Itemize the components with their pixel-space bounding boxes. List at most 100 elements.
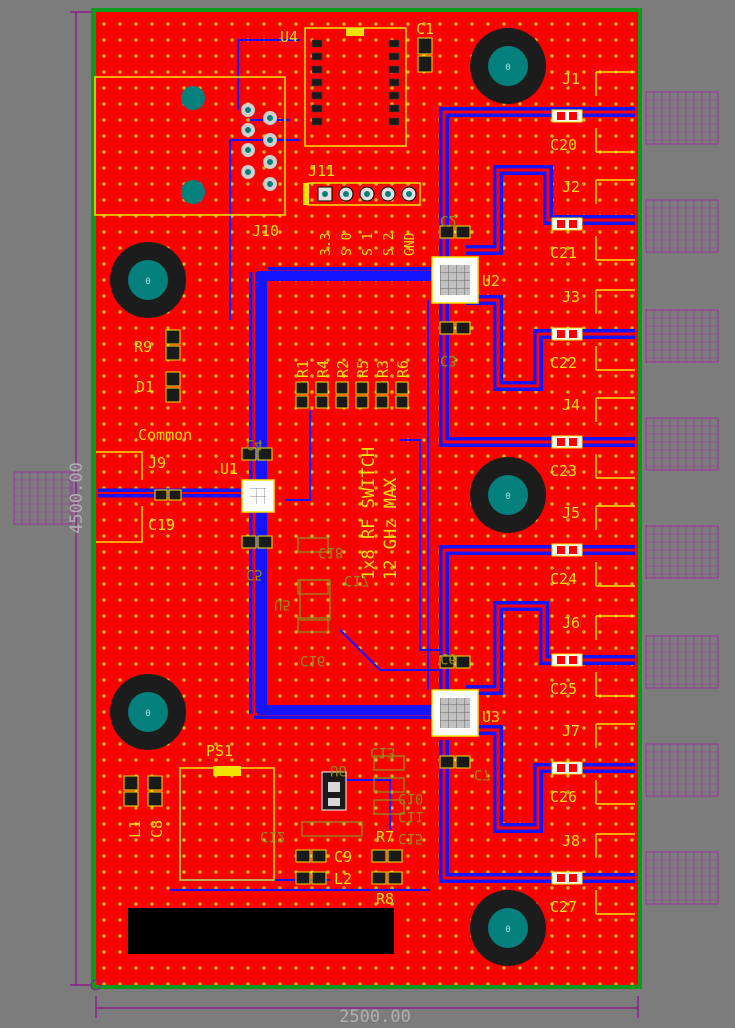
designator-r4: R4	[314, 360, 332, 378]
designator-bottom-c6: C6	[440, 650, 457, 666]
designator-c9: C9	[334, 848, 352, 866]
logo-block	[128, 908, 394, 954]
header-pin-label: S 1	[361, 233, 376, 256]
connector-courtyards	[13, 91, 719, 905]
j10-outline	[94, 76, 286, 216]
sma-connector	[595, 71, 635, 153]
courtyard-box	[645, 309, 719, 363]
header-pin-label: S 2	[382, 233, 397, 256]
smd-pad-pair	[417, 37, 433, 73]
sma-connector	[595, 833, 635, 915]
designator-r7: R7	[376, 828, 394, 846]
designator-c27: C27	[550, 898, 577, 916]
smd-pad-pair	[439, 321, 471, 335]
smd-pad-pair	[241, 447, 273, 461]
coupling-cap	[551, 109, 583, 123]
designator-l1: L1	[126, 820, 144, 838]
bottom-side-footprint	[299, 579, 331, 621]
designator-l2: L2	[334, 870, 352, 888]
designator-c25: C25	[550, 680, 577, 698]
control-traces	[170, 39, 440, 891]
designator-c20: C20	[550, 136, 577, 154]
mount-hole-label: 0	[145, 709, 150, 719]
designator-r3: R3	[374, 360, 392, 378]
dimension-height: 4500.00	[67, 462, 87, 534]
sma-connector	[595, 505, 635, 587]
coupling-cap	[551, 435, 583, 449]
designator-c21: C21	[550, 244, 577, 262]
designator-bottom-c5: C5	[246, 566, 263, 582]
feed-trace-u3	[257, 506, 440, 715]
designator-c8: C8	[148, 820, 166, 838]
sma-connectors	[595, 71, 635, 915]
bottom-side-footprint	[301, 821, 363, 837]
pads	[123, 28, 583, 885]
designator-bottom-c18: C18	[318, 544, 343, 560]
designator-c19: C19	[148, 516, 175, 534]
designator-j3: J3	[562, 288, 580, 306]
designator-u2: U2	[482, 272, 500, 290]
smd-pad-pair	[147, 775, 163, 807]
coupling-cap	[551, 543, 583, 557]
header-pin-label: GND	[403, 232, 418, 256]
mount-hole-label: 0	[505, 925, 510, 935]
u4-pin1-mark	[346, 28, 364, 36]
bottom-side-footprint	[373, 755, 405, 771]
u6-pad	[328, 798, 340, 806]
ic-u1	[241, 479, 275, 513]
bottom-side-footprint	[297, 617, 329, 633]
designator-c24: C24	[550, 570, 577, 588]
header-pin-label: 3.3	[319, 233, 334, 256]
j10-pins	[181, 86, 277, 204]
ic-u2	[431, 256, 479, 304]
courtyard-box	[645, 851, 719, 905]
mount-hole-label: 0	[145, 277, 150, 287]
smd-pad-pair	[123, 775, 139, 807]
coupling-cap	[551, 217, 583, 231]
smd-pad-pair	[154, 489, 182, 501]
smd-pad-pair	[375, 381, 389, 409]
designator-bottom-c4: C4	[246, 436, 263, 452]
designator-bottom-u5: U5	[274, 596, 291, 612]
courtyard-box	[645, 525, 719, 579]
designator-j1: J1	[562, 70, 580, 88]
courtyard-box	[645, 417, 719, 471]
designator-r9: R9	[134, 338, 152, 356]
designator-j7: J7	[562, 722, 580, 740]
smd-pad-pair	[241, 535, 273, 549]
designator-bottom-c3: C3	[440, 352, 457, 368]
ps1-pin1-mark	[213, 766, 241, 776]
designator-j5: J5	[562, 504, 580, 522]
smd-pad-pair	[165, 371, 181, 403]
courtyard-box	[645, 743, 719, 797]
designator-j8: J8	[562, 832, 580, 850]
j9-outline	[96, 451, 143, 543]
mount-hole: 0	[470, 28, 546, 104]
sma-connector	[595, 723, 635, 805]
designator-bottom-u6: U6	[330, 762, 347, 778]
designator-r1: R1	[294, 360, 312, 378]
sma-connector	[595, 289, 635, 371]
designator-bottom-c16: C16	[300, 652, 325, 668]
designator-c23: C23	[550, 462, 577, 480]
designator-bottom-c7: C7	[474, 766, 491, 782]
smd-pad-pair	[355, 381, 369, 409]
designator-j11: J11	[308, 162, 335, 180]
designator-j4: J4	[562, 396, 580, 414]
designator-ps1: PS1	[206, 742, 233, 760]
u6-pad	[328, 782, 340, 792]
designator-j2: J2	[562, 178, 580, 196]
header-j11	[303, 182, 421, 206]
designator-bottom-c15: C15	[398, 830, 423, 846]
mount-hole-label: 0	[505, 63, 510, 73]
designator-d1: D1	[136, 378, 154, 396]
designator-bottom-c2: C2	[440, 212, 457, 228]
bottom-side-footprint	[297, 537, 329, 553]
coupling-cap	[551, 653, 583, 667]
header-j11-pins	[317, 186, 417, 202]
bottom-side-footprint	[373, 799, 405, 815]
